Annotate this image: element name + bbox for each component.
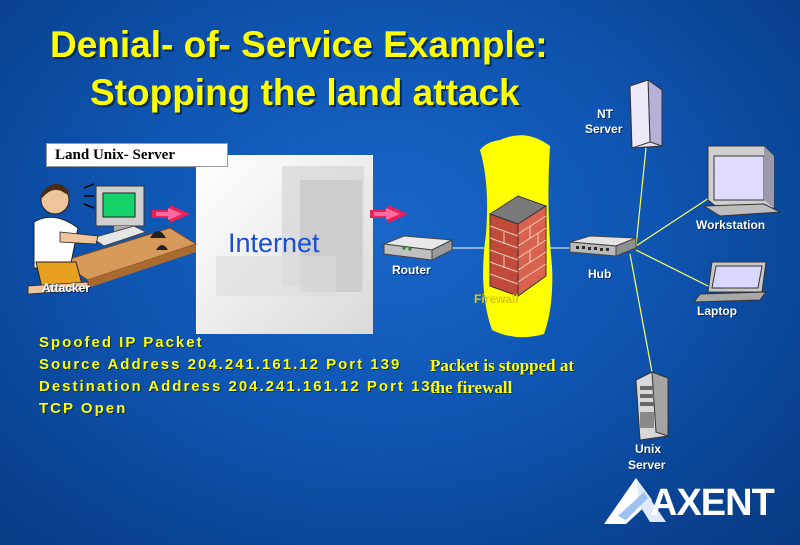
- land-server-label-box: Land Unix- Server: [46, 143, 228, 167]
- nt-server-label-line2: Server: [585, 122, 623, 136]
- axent-logo-mark: [604, 478, 666, 524]
- title-line-2: Stopping the land attack: [90, 72, 520, 113]
- hub-links: [629, 147, 713, 373]
- hub-icon: [569, 235, 637, 257]
- attacker-icon: [27, 183, 198, 295]
- nt-server-label-line1: NT: [597, 107, 613, 121]
- router-label: Router: [392, 263, 431, 277]
- firewall-note-line-1: Packet is stopped at: [430, 356, 575, 375]
- firewall-label: Firewall: [474, 292, 519, 306]
- workstation-icon: [702, 145, 782, 217]
- internet-label: Internet: [228, 228, 320, 258]
- packet-line-2: Source Address 204.241.161.12 Port 139: [39, 356, 402, 373]
- hub-label: Hub: [588, 267, 612, 281]
- title-line-1: Denial- of- Service Example:: [50, 24, 548, 65]
- land-server-label: Land Unix- Server: [55, 147, 175, 163]
- attacker-label: Attacker: [42, 281, 91, 295]
- unix-server-label-line1: Unix: [635, 442, 662, 456]
- laptop-label: Laptop: [697, 304, 737, 318]
- unix-server-icon: [635, 371, 669, 441]
- laptop-icon: [692, 261, 768, 303]
- nt-server-icon: [629, 79, 663, 149]
- packet-line-4: TCP Open: [39, 400, 128, 417]
- firewall-brick-icon: [488, 195, 548, 297]
- firewall-note-line-2: the firewall: [430, 378, 513, 397]
- workstation-label: Workstation: [696, 218, 766, 232]
- router-icon: [383, 235, 454, 261]
- arrow-attacker-to-internet: [152, 205, 190, 223]
- packet-line-1: Spoofed IP Packet: [39, 334, 204, 351]
- axent-logo-text: AXENT: [650, 482, 775, 524]
- arrow-internet-to-router: [370, 205, 408, 223]
- unix-server-label-line2: Server: [628, 458, 666, 472]
- packet-line-3: Destination Address 204.241.161.12 Port …: [39, 378, 443, 395]
